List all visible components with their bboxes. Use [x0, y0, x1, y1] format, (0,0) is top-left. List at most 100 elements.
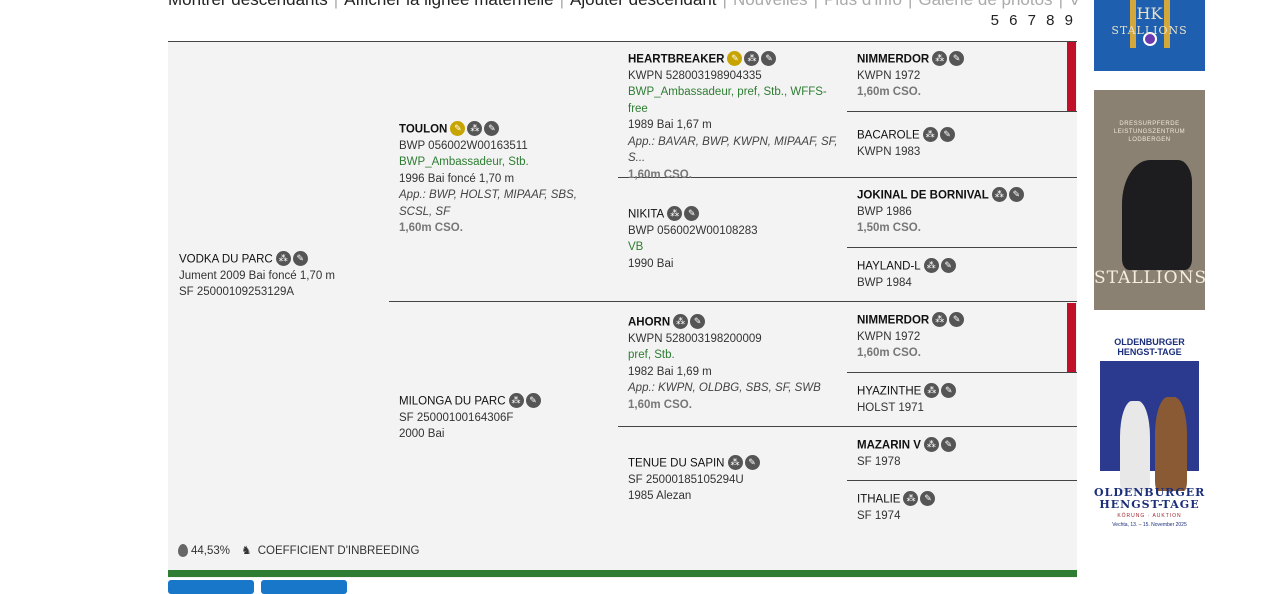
sire-info: 1996 Bai foncé 1,70 m	[399, 172, 515, 185]
edit-icon[interactable]: ✎	[940, 437, 956, 453]
ggp-name[interactable]: MAZARIN V	[857, 439, 921, 452]
nav-add-descendant[interactable]: Ajouter descendant	[570, 0, 717, 10]
dam-info: 2000 Bai	[399, 428, 445, 441]
sire-sire-registration: KWPN 528003198904335	[628, 69, 762, 82]
edit-icon[interactable]: ✎	[525, 393, 541, 409]
dam-dam-name[interactable]: TENUE DU SAPIN	[628, 457, 725, 470]
edit-icon[interactable]: ✎	[941, 383, 957, 399]
sire-registration: BWP 056002W00163511	[399, 139, 528, 152]
ad-banner-dressurpferde[interactable]: DRESSURPFERDE LEISTUNGSZENTRUM LODBERGEN…	[1094, 90, 1205, 310]
pedigree-icon[interactable]: ⁂	[922, 127, 938, 143]
pedigree-icon[interactable]: ⁂	[991, 187, 1007, 203]
facebook-share-button[interactable]	[168, 580, 254, 594]
edit-icon[interactable]: ✎	[949, 312, 965, 328]
inbreeding-label[interactable]: COEFFICIENT D'INBREEDING	[257, 545, 420, 557]
edit-icon[interactable]: ✎	[690, 314, 706, 330]
divider-g3	[847, 247, 1077, 248]
inbreeding-marker-2	[1067, 303, 1076, 372]
left-gutter	[0, 0, 168, 590]
sire-sire-cell: HEARTBREAKER✎⁂✎ KWPN 528003198904335 BWP…	[628, 51, 838, 183]
horse-actions-nav: Montrer descendants|Afficher la lignée m…	[168, 0, 1078, 14]
ggp-name[interactable]: HYAZINTHE	[857, 385, 922, 398]
sire-dam-info: 1990 Bai	[628, 257, 674, 270]
ggp-name[interactable]: NIMMERDOR	[857, 53, 930, 66]
award-icon[interactable]: ✎	[450, 121, 466, 137]
award-icon[interactable]: ✎	[727, 51, 743, 67]
dam-name[interactable]: MILONGA DU PARC	[399, 395, 506, 408]
ad-title: OLDENBURGER HENGST-TAGE	[1094, 486, 1205, 511]
ad-logo: OLDENBURGER HENGST-TAGE	[1114, 337, 1185, 357]
pedigree-icon[interactable]: ⁂	[673, 314, 689, 330]
ggp-registration: KWPN 1972	[857, 330, 921, 343]
edit-icon[interactable]: ✎	[949, 51, 965, 67]
pedigree-icon[interactable]: ⁂	[924, 383, 940, 399]
ggp-cell-4: HAYLAND-L⁂✎ BWP 1984	[857, 258, 958, 291]
sire-sire-performance: 1,60m CSO.	[628, 168, 692, 181]
pedigree-icon[interactable]: ⁂	[727, 455, 743, 471]
sire-dam-name[interactable]: NIKITA	[628, 208, 665, 221]
edit-icon[interactable]: ✎	[939, 127, 955, 143]
dam-cell: MILONGA DU PARC⁂✎ SF 25000100164306F 200…	[399, 393, 609, 443]
horse-name[interactable]: VODKA DU PARC	[179, 253, 273, 266]
ggp-registration: BWP 1986	[857, 205, 912, 218]
edit-icon[interactable]: ✎	[684, 206, 700, 222]
ggp-registration: KWPN 1983	[857, 145, 921, 158]
ggp-cell-2: BACAROLE⁂✎ KWPN 1983	[857, 127, 957, 160]
ggp-name[interactable]: NIMMERDOR	[857, 314, 930, 327]
ggp-name[interactable]: HAYLAND-L	[857, 260, 921, 273]
sire-performance: 1,60m CSO.	[399, 222, 463, 235]
twitter-share-button[interactable]	[261, 580, 347, 594]
pedigree-icon[interactable]: ⁂	[932, 51, 948, 67]
sire-predicates: BWP_Ambassadeur, Stb.	[399, 156, 529, 169]
inbreeding-coefficient: 44,53% ♞ COEFFICIENT D'INBREEDING	[178, 543, 420, 558]
divider-ss-sd	[618, 177, 1077, 178]
ggp-cell-3: JOKINAL DE BORNIVAL⁂✎ BWP 1986 1,50m CSO…	[857, 187, 1026, 237]
ggp-name[interactable]: BACAROLE	[857, 129, 920, 142]
divider-ds-dd	[618, 426, 1077, 427]
sire-sire-info: 1989 Bai 1,67 m	[628, 119, 712, 132]
edit-icon[interactable]: ✎	[292, 251, 308, 267]
sire-approvals: App.: BWP, HOLST, MIPAAF, SBS, SCSL, SF	[399, 189, 577, 218]
dam-registration: SF 25000100164306F	[399, 411, 514, 424]
nav-show-descendants[interactable]: Montrer descendants	[168, 0, 328, 10]
edit-icon[interactable]: ✎	[744, 455, 760, 471]
pedigree-icon[interactable]: ⁂	[508, 393, 524, 409]
horse-details: Jument 2009 Bai foncé 1,70 m	[179, 269, 335, 282]
edit-icon[interactable]: ✎	[940, 258, 956, 274]
ggp-cell-5: NIMMERDOR⁂✎ KWPN 1972 1,60m CSO.	[857, 312, 966, 362]
ggp-registration: HOLST 1971	[857, 401, 924, 414]
pedigree-icon[interactable]: ⁂	[667, 206, 683, 222]
sire-dam-registration: BWP 056002W00108283	[628, 224, 758, 237]
panel-bottom-bar	[168, 570, 1077, 577]
nav-maternal-line[interactable]: Afficher la lignée maternelle	[344, 0, 553, 10]
divider-sire-dam	[389, 301, 1077, 302]
sire-name[interactable]: TOULON	[399, 123, 448, 136]
pedigree-icon[interactable]: ⁂	[744, 51, 760, 67]
pedigree-icon[interactable]: ⁂	[903, 491, 919, 507]
nav-more-info[interactable]: Plus d'info	[824, 0, 902, 10]
ggp-name[interactable]: JOKINAL DE BORNIVAL	[857, 189, 989, 202]
pedigree-icon[interactable]: ⁂	[932, 312, 948, 328]
pedigree-icon[interactable]: ⁂	[923, 437, 939, 453]
nav-videos[interactable]: Vidéos	[1069, 0, 1078, 10]
dam-sire-predicates: pref, Stb.	[628, 349, 675, 362]
pedigree-icon[interactable]: ⁂	[275, 251, 291, 267]
dam-sire-performance: 1,60m CSO.	[628, 398, 692, 411]
horse-registration: SF 25000109253129A	[179, 286, 295, 299]
edit-icon[interactable]: ✎	[920, 491, 936, 507]
ad-banner-stallions-hk[interactable]: HK STALLIONS	[1094, 0, 1205, 71]
pedigree-icon[interactable]: ⁂	[467, 121, 483, 137]
edit-icon[interactable]: ✎	[761, 51, 777, 67]
page-numbers[interactable]: 5 6 7 8 9	[990, 12, 1076, 29]
nav-news[interactable]: Nouvelles	[733, 0, 808, 10]
ad-banner-oldenburger[interactable]: OLDENBURGER HENGST-TAGE OLDENBURGER HENG…	[1094, 335, 1205, 535]
sire-sire-approvals: App.: BAVAR, BWP, KWPN, MIPAAF, SF, S...	[628, 135, 838, 165]
dam-sire-name[interactable]: AHORN	[628, 316, 671, 329]
edit-icon[interactable]: ✎	[1008, 187, 1024, 203]
edit-icon[interactable]: ✎	[484, 121, 500, 137]
ad-header: DRESSURPFERDE LEISTUNGSZENTRUM LODBERGEN	[1113, 121, 1186, 143]
ggp-name[interactable]: ITHALIE	[857, 493, 901, 506]
nav-photo-gallery[interactable]: Galerie de photos	[918, 0, 1052, 10]
sire-sire-name[interactable]: HEARTBREAKER	[628, 53, 725, 66]
pedigree-icon[interactable]: ⁂	[923, 258, 939, 274]
